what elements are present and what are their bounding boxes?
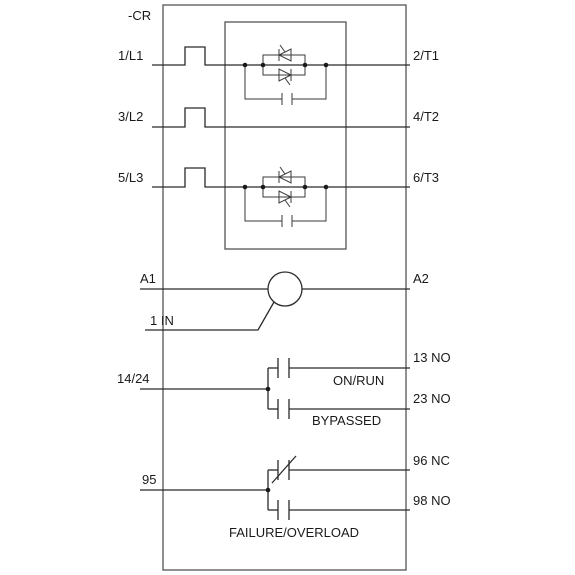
terminal-label-96-nc: 96 NC <box>413 453 450 468</box>
contact-label-on-run: ON/RUN <box>333 373 384 388</box>
contact-label-bypassed: BYPASSED <box>312 413 381 428</box>
terminal-label-23-no: 23 NO <box>413 391 451 406</box>
terminal-label-t2: 4/T2 <box>413 109 439 124</box>
power-section-box <box>224 21 347 250</box>
device-enclosure <box>162 4 407 571</box>
thyristor-group-l3 <box>242 166 329 227</box>
terminal-label-a1: A1 <box>140 271 156 286</box>
terminal-label-14-24: 14/24 <box>117 371 150 386</box>
terminal-label-t3: 6/T3 <box>413 170 439 185</box>
control-coil <box>267 271 303 307</box>
phase-l3-wire <box>152 167 410 188</box>
aux-contacts-run-bypass <box>140 358 410 419</box>
terminal-label-l2: 3/L2 <box>118 109 143 124</box>
terminal-label-95: 95 <box>142 472 156 487</box>
thyristor-group-l1 <box>242 44 329 105</box>
device-tag: -CR <box>128 8 151 23</box>
terminal-label-l3: 5/L3 <box>118 170 143 185</box>
terminal-label-13-no: 13 NO <box>413 350 451 365</box>
terminal-label-t1: 2/T1 <box>413 48 439 63</box>
phase-l1-wire <box>152 46 410 66</box>
terminal-label-1-in: 1 IN <box>150 313 174 328</box>
contact-label-failure-overload: FAILURE/OVERLOAD <box>229 525 359 540</box>
terminal-label-98-no: 98 NO <box>413 493 451 508</box>
terminal-label-l1: 1/L1 <box>118 48 143 63</box>
phase-l2-wire <box>152 107 410 128</box>
terminal-label-a2: A2 <box>413 271 429 286</box>
input-1-wire <box>145 301 275 331</box>
fault-contacts <box>140 455 410 520</box>
